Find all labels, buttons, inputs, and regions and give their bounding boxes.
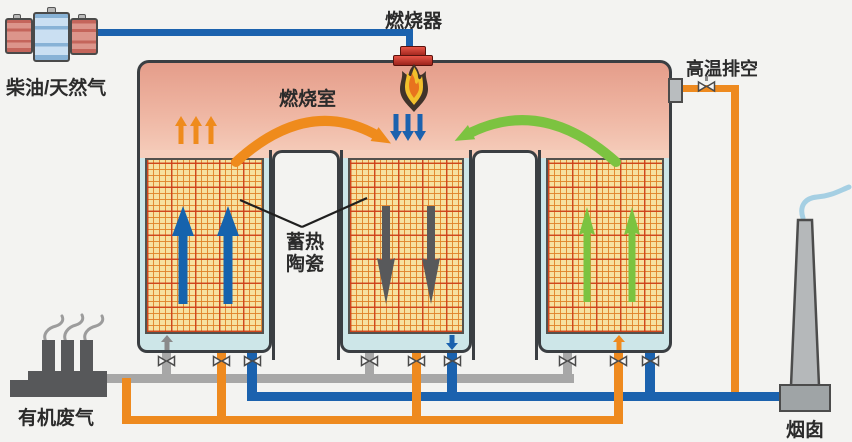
fuel-drum-left xyxy=(5,18,33,54)
factory-stack-3 xyxy=(80,340,93,374)
tower2-outlet-arrow-icon xyxy=(446,335,458,350)
factory-stack-1 xyxy=(42,340,55,374)
ceramic-media-label-line2: 陶瓷 xyxy=(285,254,324,275)
return-flow-curve-arrow-icon xyxy=(454,115,621,167)
tower1-gray-valve-icon xyxy=(157,355,176,367)
vessel-notch-left xyxy=(272,150,340,360)
ceramic-media-label-line1: 蓄热 xyxy=(285,232,324,253)
chimney-smoke-icon xyxy=(799,184,852,220)
tower2-blue-valve-icon xyxy=(443,355,462,367)
ceramic-pointer-lines xyxy=(239,196,368,229)
tower3-orange-stub-pipe xyxy=(614,349,623,424)
tower2-gray-valve-icon xyxy=(360,355,379,367)
ceramic-media-label: 蓄热 陶瓷 xyxy=(281,232,329,276)
tower2-gray-stub-pipe xyxy=(365,349,374,383)
exhaust-main-pipe xyxy=(247,392,783,401)
vessel-notch-right xyxy=(472,150,538,360)
chimney-base xyxy=(779,384,831,412)
tower3-gray-valve-icon xyxy=(558,355,577,367)
burner-flame-icon xyxy=(400,64,428,112)
tower2-orange-valve-icon xyxy=(407,355,426,367)
ceramic-bed-2 xyxy=(348,158,464,334)
tower3-blue-stub-pipe xyxy=(645,349,655,401)
fuel-pipe-vertical xyxy=(406,29,413,53)
burner-label: 燃烧器 xyxy=(385,11,443,32)
tower1-upflow-arrows-icon xyxy=(172,206,239,304)
ceramic-bed-3 xyxy=(546,158,664,334)
tower2-blue-stub-pipe xyxy=(447,349,457,401)
regenerator-tower-3 xyxy=(538,150,672,353)
purge-tap-pipe xyxy=(122,378,131,424)
vent-valve-icon xyxy=(697,76,716,93)
fuel-label: 柴油/天然气 xyxy=(6,78,107,99)
tower2-orange-stub-pipe xyxy=(412,349,421,424)
tower3-upflow-arrows-icon xyxy=(579,207,640,302)
factory-base-top xyxy=(28,371,107,381)
tower1-inlet-arrow-icon xyxy=(161,335,173,350)
factory-smoke-icon xyxy=(43,313,105,344)
tower2-downflow-arrows-icon xyxy=(377,206,440,304)
tower1-blue-valve-icon xyxy=(243,355,262,367)
chimney-stack xyxy=(789,218,821,388)
vent-vertical-pipe xyxy=(731,85,739,392)
factory-stack-2 xyxy=(61,340,74,374)
regenerator-tower-2 xyxy=(340,150,472,353)
fuel-pipe-horizontal xyxy=(98,29,413,36)
fuel-drum-right xyxy=(70,18,98,55)
tower3-purge-arrow-icon xyxy=(613,335,625,350)
vent-nozzle xyxy=(668,78,683,103)
tower1-orange-valve-icon xyxy=(212,355,231,367)
purge-main-pipe xyxy=(122,416,623,424)
tower1-gray-stub-pipe xyxy=(162,349,171,383)
fuel-drum-middle xyxy=(33,12,70,62)
chamber-down-arrows-icon xyxy=(390,114,426,141)
combustion-chamber-label: 燃烧室 xyxy=(279,89,337,110)
tower3-gray-stub-pipe xyxy=(563,349,572,383)
tower1-blue-stub-pipe xyxy=(247,349,257,401)
high-temp-vent-label: 高温排空 xyxy=(686,59,758,79)
hot-flow-curve-arrow-icon xyxy=(231,115,392,167)
regenerator-tower-1 xyxy=(137,150,272,353)
waste-gas-label: 有机废气 xyxy=(18,408,95,429)
chimney-label: 烟囱 xyxy=(786,420,825,441)
waste-gas-main-pipe xyxy=(95,374,574,383)
factory-base xyxy=(10,380,107,397)
tower3-blue-valve-icon xyxy=(641,355,660,367)
ceramic-bed-1 xyxy=(145,158,264,334)
chamber-heat-up-arrows-icon xyxy=(175,116,217,144)
tower3-orange-valve-icon xyxy=(609,355,628,367)
tower1-orange-stub-pipe xyxy=(217,349,226,424)
